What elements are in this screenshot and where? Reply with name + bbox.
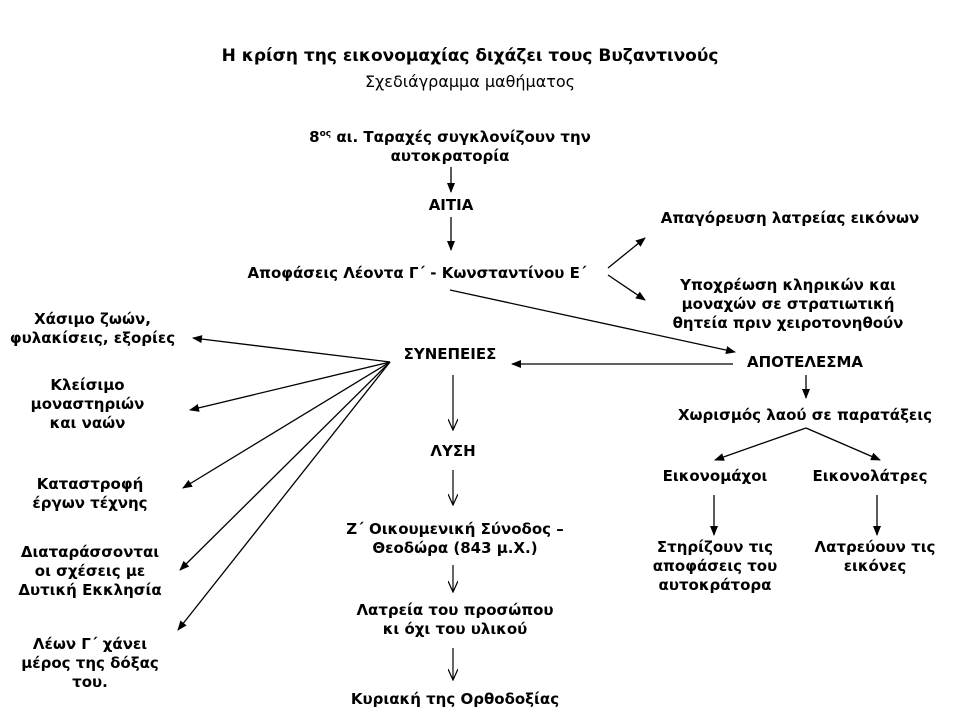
c5-line1: Λέων Γ΄ χάνει	[32, 635, 148, 653]
worship-line2: εικόνες	[843, 557, 907, 575]
node-clergy-military-obligation: Υποχρέωση κληρικών και μοναχών σε στρατι…	[638, 276, 938, 333]
node-support-emperor: Στηρίζουν τις αποφάσεις του αυτοκράτορα	[640, 538, 790, 595]
node-worship-icons: Λατρεύουν τις εικόνες	[800, 538, 950, 576]
c3-line1: Καταστροφή	[36, 475, 144, 493]
arrow-synepeies-to-c2	[189, 361, 391, 412]
century-number: 8	[309, 128, 320, 146]
node-iconodules: Εικονολάτρες	[812, 467, 928, 485]
c2-line3: και ναών	[49, 414, 126, 432]
consequence-closing-monasteries: Κλείσιμο μοναστηριών και ναών	[0, 376, 175, 433]
c4-line2: οι σχέσεις με	[34, 562, 146, 580]
arrow-division-to-iconodules	[805, 427, 881, 461]
c4-line1: Διαταράσσονται	[20, 543, 160, 561]
arrow-decisions-to-apotelesma	[449, 289, 736, 354]
person-line1: Λατρεία του προσώπου	[356, 601, 554, 619]
council-line1: Ζ΄ Οικουμενική Σύνοδος –	[346, 520, 564, 538]
century-line2: αυτοκρατορία	[390, 147, 510, 165]
c2-line1: Κλείσιμο	[50, 376, 125, 394]
c5-line3: του.	[72, 673, 108, 691]
consequence-leo-loses-glory: Λέων Γ΄ χάνει μέρος της δόξας του.	[0, 635, 180, 692]
node-people-division: Χωρισμός λαού σε παρατάξεις	[677, 406, 933, 424]
node-apotelesma: ΑΠΟΤΕΛΕΣΜΑ	[746, 353, 864, 371]
obligation-line2: μοναχών σε στρατιωτική	[681, 295, 895, 313]
node-iconoclasts: Εικονομάχοι	[662, 467, 768, 485]
support-line1: Στηρίζουν τις	[656, 538, 774, 556]
node-icon-worship-ban: Απαγόρευση λατρείας εικόνων	[660, 209, 920, 227]
c1-line1: Χάσιμο ζωών,	[34, 310, 151, 328]
obligation-line1: Υποχρέωση κληρικών και	[680, 276, 896, 294]
person-line2: κι όχι του υλικού	[382, 620, 528, 638]
node-person-not-material: Λατρεία του προσώπου κι όχι του υλικού	[305, 601, 605, 639]
obligation-line3: θητεία πριν χειροτονηθούν	[672, 314, 904, 332]
support-line2: αποφάσεις του	[652, 557, 778, 575]
arrow-synepeies-to-c3	[182, 361, 391, 489]
worship-line1: Λατρεύουν τις	[814, 538, 936, 556]
arrow-division-to-iconoclasts	[714, 427, 807, 461]
support-line3: αυτοκράτορα	[658, 576, 772, 594]
diagram-subtitle: Σχεδιάγραμμα μαθήματος	[364, 72, 576, 91]
c1-line2: φυλακίσεις, εξορίες	[9, 329, 176, 347]
consequence-loss-of-lives: Χάσιμο ζωών, φυλακίσεις, εξορίες	[0, 310, 185, 348]
consequence-art-destruction: Καταστροφή έργων τέχνης	[0, 475, 180, 513]
node-sunday-of-orthodoxy: Κυριακή της Ορθοδοξίας	[350, 690, 560, 708]
c4-line3: Δυτική Εκκλησία	[18, 581, 162, 599]
arrow-synepeies-to-c5	[177, 361, 391, 631]
node-lysi: ΛΥΣΗ	[430, 442, 476, 460]
arrow-synepeies-to-c4	[179, 361, 391, 571]
century-ordinal: ος	[319, 129, 332, 139]
council-line2: Θεοδώρα (843 μ.Χ.)	[372, 539, 538, 557]
c2-line2: μοναστηριών	[30, 395, 145, 413]
arrow-decisions-to-ban	[607, 237, 646, 269]
node-seventh-council: Ζ΄ Οικουμενική Σύνοδος – Θεοδώρα (843 μ.…	[305, 520, 605, 558]
node-synepeies: ΣΥΝΕΠΕΙΕΣ	[403, 345, 497, 363]
node-century-unrest: 8ος αι. Ταραχές συγκλονίζουν την αυτοκρα…	[280, 128, 620, 166]
node-decisions: Αποφάσεις Λέοντα Γ΄ - Κωνσταντίνου Ε΄	[247, 264, 587, 282]
arrow-synepeies-to-c1	[192, 335, 391, 363]
diagram-title: Η κρίση της εικονομαχίας διχάζει τους Βυ…	[221, 46, 719, 66]
c5-line2: μέρος της δόξας	[21, 654, 159, 672]
c3-line2: έργων τέχνης	[32, 494, 148, 512]
arrow-decisions-to-obligation	[607, 274, 646, 301]
century-line1: αι. Ταραχές συγκλονίζουν την	[331, 128, 591, 146]
node-aitia: ΑΙΤΙΑ	[428, 196, 474, 214]
consequence-western-church-relations: Διαταράσσονται οι σχέσεις με Δυτική Εκκλ…	[0, 543, 180, 600]
